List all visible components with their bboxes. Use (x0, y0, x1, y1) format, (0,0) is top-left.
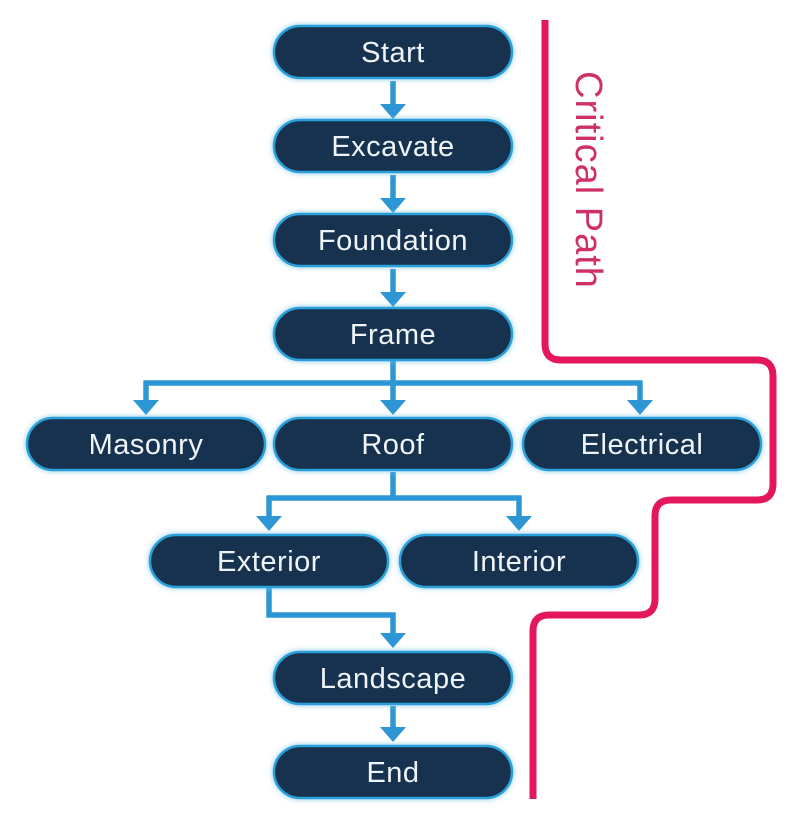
node-landscape: Landscape (272, 650, 514, 706)
node-interior: Interior (398, 533, 640, 589)
node-electrical: Electrical (521, 416, 763, 472)
node-exterior: Exterior (148, 533, 390, 589)
node-pill (272, 650, 514, 706)
node-label: Interior (472, 546, 566, 578)
node-frame: Frame (272, 306, 514, 362)
connector-exterior-landscape (266, 587, 396, 634)
node-label: Roof (361, 429, 425, 461)
node-label: Foundation (318, 225, 468, 257)
critical-path-line (529, 20, 777, 799)
node-label: Exterior (217, 546, 321, 578)
node-pill (398, 533, 640, 589)
node-pill (272, 24, 514, 80)
node-pill (148, 533, 390, 589)
arrow-down-icon (380, 104, 406, 119)
node-pill (272, 416, 514, 472)
node-pill (272, 306, 514, 362)
arrow-down-icon (380, 198, 406, 213)
node-label: Electrical (581, 429, 704, 461)
arrow-down-icon (256, 516, 282, 531)
node-pill (272, 212, 514, 268)
node-label: Excavate (331, 131, 454, 163)
node-label: Frame (350, 319, 436, 351)
arrow-down-icon (627, 400, 653, 415)
node-pill (272, 744, 514, 800)
arrow-down-icon (380, 400, 406, 415)
node-start: Start (272, 24, 514, 80)
node-foundation: Foundation (272, 212, 514, 268)
arrow-down-icon (506, 516, 532, 531)
node-end: End (272, 744, 514, 800)
node-roof: Roof (272, 416, 514, 472)
connectors (133, 81, 653, 742)
arrow-down-icon (380, 633, 406, 648)
node-pill (25, 416, 267, 472)
node-label: Landscape (320, 663, 466, 695)
node-excavate: Excavate (272, 118, 514, 174)
arrow-down-icon (380, 727, 406, 742)
node-masonry: Masonry (25, 416, 267, 472)
critical-path-label: Critical Path (567, 71, 609, 289)
arrow-down-icon (380, 292, 406, 307)
node-label: Masonry (89, 429, 204, 461)
node-pill (272, 118, 514, 174)
node-pill (521, 416, 763, 472)
node-label: End (366, 757, 419, 789)
arrow-down-icon (133, 400, 159, 415)
node-label: Start (361, 37, 425, 69)
